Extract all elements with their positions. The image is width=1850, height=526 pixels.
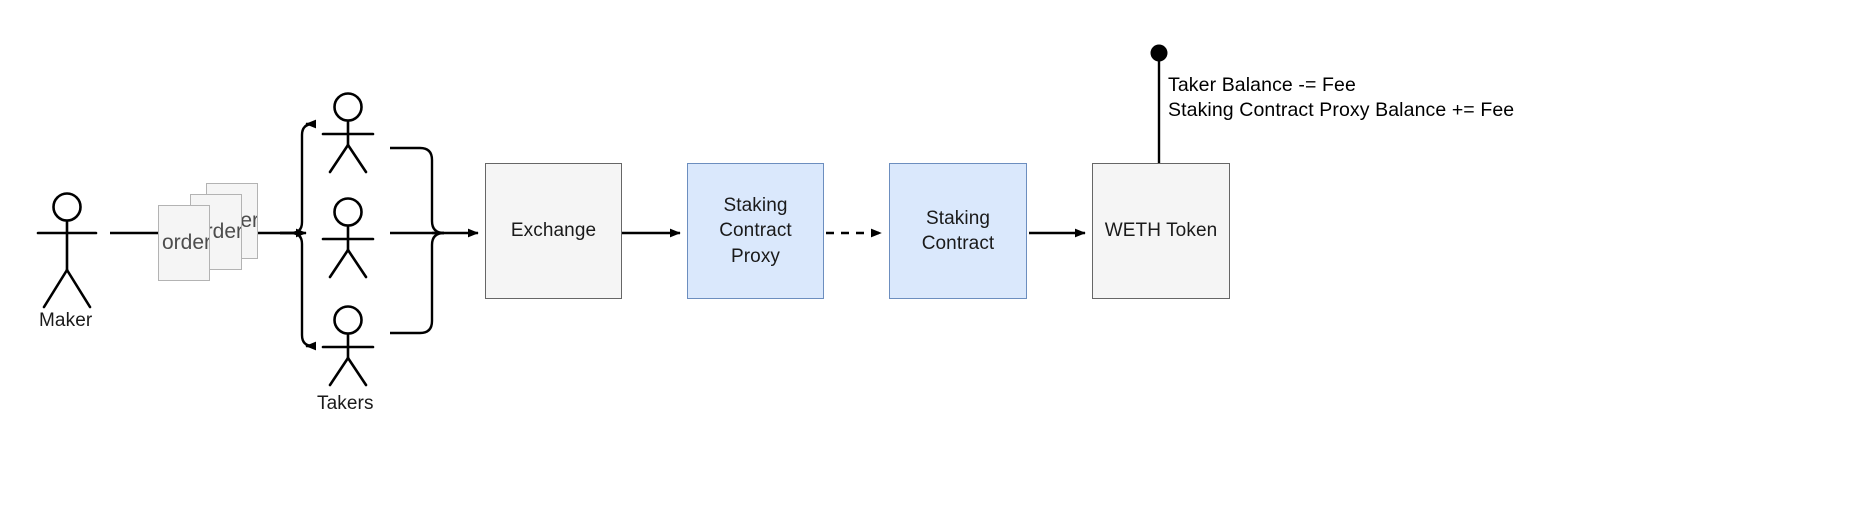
edge-takers-to-exchange [390, 146, 479, 335]
taker-figure-1 [321, 92, 375, 174]
maker-figure [36, 192, 98, 309]
edge-branch-to-takers [280, 119, 317, 351]
node-exchange[interactable]: Exchange [485, 163, 622, 299]
node-weth-token[interactable]: WETH Token [1092, 163, 1230, 299]
taker-figure-3 [321, 305, 375, 387]
annotation-line-1: Taker Balance -= Fee [1168, 74, 1356, 96]
maker-label: Maker [39, 310, 93, 331]
node-staking-contract-label: Staking Contract [921, 207, 995, 254]
node-staking-contract-proxy[interactable]: Staking Contract Proxy [687, 163, 824, 299]
annotation-line-2: Staking Contract Proxy Balance += Fee [1168, 99, 1515, 121]
takers-label: Takers [317, 393, 374, 414]
order-card-1[interactable]: order [158, 205, 210, 281]
node-staking-contract[interactable]: Staking Contract [889, 163, 1027, 299]
node-staking-contract-proxy-label: Staking Contract Proxy [719, 195, 792, 267]
node-exchange-label: Exchange [510, 220, 597, 242]
taker-figure-2 [321, 197, 375, 279]
order-card-label: order [162, 231, 210, 254]
node-weth-token-label: WETH Token [1104, 220, 1218, 242]
annotation-anchor-dot [1150, 44, 1168, 62]
